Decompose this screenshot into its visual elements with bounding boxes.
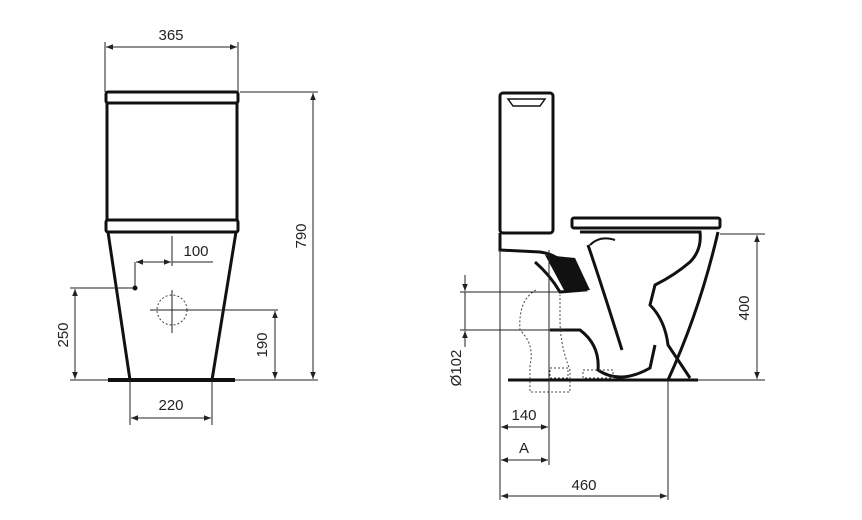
side-view: 400 Ø102 140 A 460: [448, 91, 765, 500]
dim-label-190: 190: [254, 332, 271, 357]
side-toilet-outline: [498, 91, 722, 393]
dim-total-height: 790: [235, 91, 318, 381]
dim-outlet-height: 190: [150, 290, 280, 381]
dim-label-250: 250: [55, 322, 72, 347]
dim-label-a: A: [519, 440, 529, 457]
dim-label-140: 140: [511, 407, 536, 424]
front-view: 365 790 100 250 190: [55, 27, 318, 425]
dim-label-o102: Ø102: [448, 350, 465, 387]
dim-label-790: 790: [293, 223, 310, 248]
dim-label-365: 365: [158, 27, 183, 44]
dim-label-460: 460: [571, 477, 596, 494]
dim-seat-height: 400: [698, 233, 765, 381]
dim-inlet-offset: 100: [132, 236, 213, 291]
dim-depths: 140 A 460: [499, 250, 669, 500]
dim-outlet-diameter: Ø102: [448, 275, 565, 386]
dim-label-100: 100: [183, 243, 208, 260]
dim-label-220: 220: [158, 397, 183, 414]
dim-label-400: 400: [736, 295, 753, 320]
dim-base-width: 220: [129, 380, 213, 425]
inlet-point: [132, 285, 138, 291]
dim-inlet-height: 250: [55, 287, 134, 381]
dim-tank-width: 365: [104, 27, 239, 92]
front-toilet-outline: [104, 90, 240, 382]
